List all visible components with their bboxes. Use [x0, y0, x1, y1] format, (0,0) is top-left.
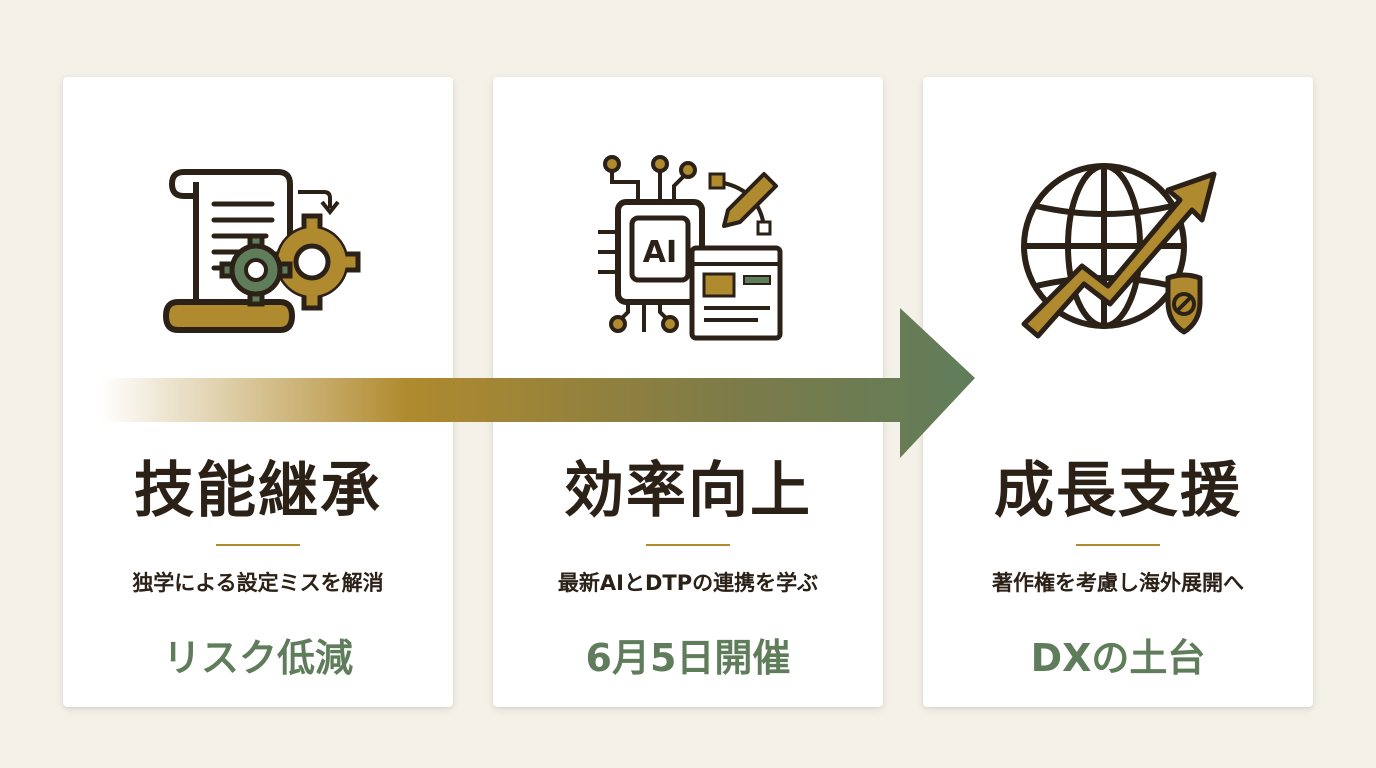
card-description: 著作権を考慮し海外展開へ: [992, 571, 1244, 595]
globe-growth-shield-icon: [923, 152, 1313, 352]
scroll-gear-icon: [63, 152, 453, 352]
title-divider: [646, 544, 730, 546]
card-title: 技能継承: [134, 456, 382, 526]
card-result: 6月5日開催: [585, 636, 791, 680]
card-efficiency: AI 効率向上 最新AIとDTPの連携を学ぶ 6月5日開催: [493, 77, 883, 707]
card-description: 独学による設定ミスを解消: [132, 571, 384, 595]
svg-text:AI: AI: [643, 235, 677, 270]
title-divider: [216, 544, 300, 546]
card-title: 効率向上: [564, 456, 812, 526]
card-title: 成長支援: [994, 456, 1242, 526]
card-result: DXの土台: [1030, 636, 1206, 680]
card-skill-inheritance: 技能継承 独学による設定ミスを解消 リスク低減: [63, 77, 453, 707]
card-description: 最新AIとDTPの連携を学ぶ: [557, 571, 819, 595]
card-growth-support: 成長支援 著作権を考慮し海外展開へ DXの土台: [923, 77, 1313, 707]
title-divider: [1076, 544, 1160, 546]
card-result: リスク低減: [162, 636, 353, 680]
ai-chip-design-icon: AI: [493, 152, 883, 352]
